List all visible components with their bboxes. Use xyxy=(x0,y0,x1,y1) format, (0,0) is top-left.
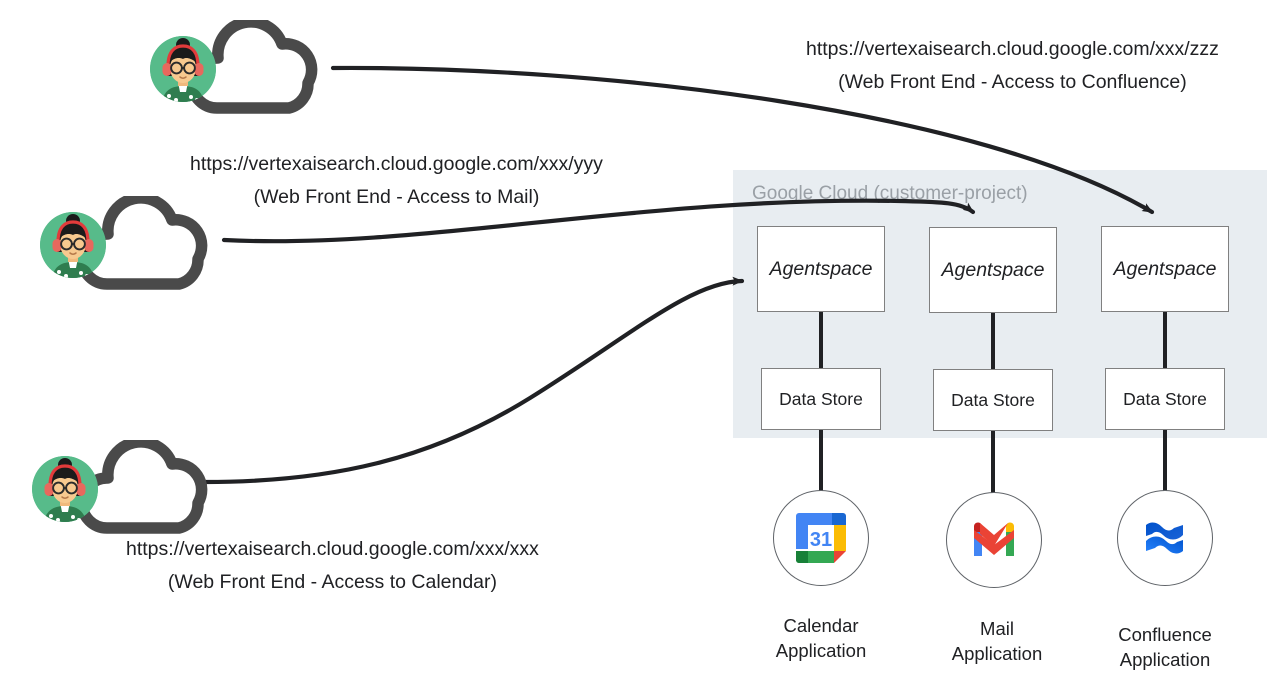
connector-datastore-app-mail xyxy=(991,431,995,493)
agentspace-box-mail[interactable]: Agentspace xyxy=(929,227,1057,313)
actor-user-mail xyxy=(32,196,242,301)
datastore-box-calendar[interactable]: Data Store xyxy=(761,368,881,430)
caption-user-mail: https://vertexaisearch.cloud.google.com/… xyxy=(190,148,603,214)
app-label-confluence-line1: Confluence xyxy=(1118,624,1212,645)
google-cloud-container-label: Google Cloud (customer-project) xyxy=(752,183,1028,204)
caption-url-mail: https://vertexaisearch.cloud.google.com/… xyxy=(190,153,603,175)
app-label-calendar-line2: Application xyxy=(775,640,867,661)
arrow-user-calendar xyxy=(202,276,745,485)
connector-agentspace-datastore-mail xyxy=(991,313,995,369)
app-label-confluence-line2: Application xyxy=(1119,649,1211,670)
actor-user-calendar xyxy=(32,440,242,545)
caption-user-calendar: https://vertexaisearch.cloud.google.com/… xyxy=(126,533,539,599)
agentspace-box-calendar[interactable]: Agentspace xyxy=(757,226,885,312)
caption-user-confluence: https://vertexaisearch.cloud.google.com/… xyxy=(806,33,1219,99)
app-label-mail-line1: Mail xyxy=(980,618,1014,639)
connector-agentspace-datastore-calendar xyxy=(819,312,823,368)
user-avatar xyxy=(32,456,98,522)
datastore-box-confluence[interactable]: Data Store xyxy=(1105,368,1225,430)
connector-datastore-app-calendar xyxy=(819,430,823,492)
app-circle-confluence[interactable] xyxy=(1117,490,1213,586)
connector-datastore-app-confluence xyxy=(1163,430,1167,492)
confluence-icon xyxy=(1146,522,1183,554)
caption-url-confluence: https://vertexaisearch.cloud.google.com/… xyxy=(806,38,1219,60)
app-circle-mail[interactable] xyxy=(946,492,1042,588)
actor-user-confluence xyxy=(142,20,352,125)
app-circle-calendar[interactable]: 31 xyxy=(773,490,869,586)
datastore-box-mail[interactable]: Data Store xyxy=(933,369,1053,431)
caption-desc-calendar: (Web Front End - Access to Calendar) xyxy=(167,571,498,593)
app-label-mail-line2: Application xyxy=(951,643,1043,664)
google-calendar-icon: 31 xyxy=(796,513,846,563)
agentspace-box-confluence[interactable]: Agentspace xyxy=(1101,226,1229,312)
calendar-icon-day: 31 xyxy=(810,529,832,551)
user-avatar xyxy=(150,36,216,102)
caption-desc-confluence: (Web Front End - Access to Confluence) xyxy=(838,71,1187,93)
caption-desc-mail: (Web Front End - Access to Mail) xyxy=(253,186,540,208)
user-avatar xyxy=(40,212,106,278)
caption-url-calendar: https://vertexaisearch.cloud.google.com/… xyxy=(126,538,539,560)
app-label-calendar: Calendar Application xyxy=(741,613,901,663)
gmail-icon xyxy=(974,522,1014,556)
app-label-confluence: Confluence Application xyxy=(1085,622,1245,672)
connector-agentspace-datastore-confluence xyxy=(1163,312,1167,368)
app-label-calendar-line1: Calendar xyxy=(783,615,859,636)
app-label-mail: Mail Application xyxy=(917,616,1077,666)
